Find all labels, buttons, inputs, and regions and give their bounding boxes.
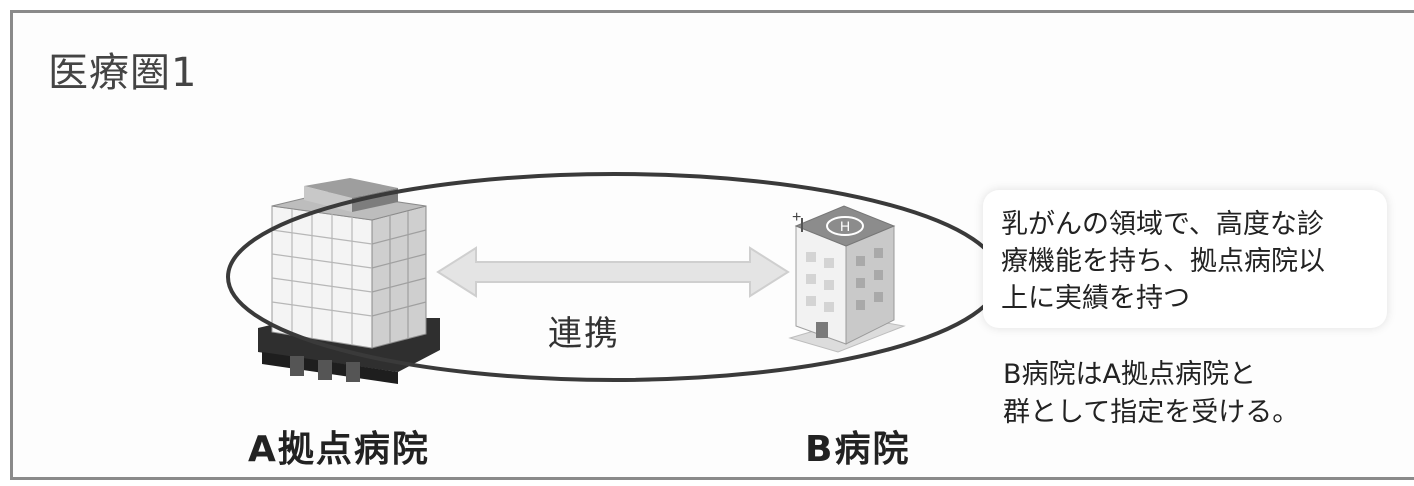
helipad-letter: H [840,218,850,234]
hospital-cross-icon: + [792,209,801,226]
hospital-b-label: B病院 [805,429,911,470]
callout-line: 乳がんの領域で、高度な診 [1001,209,1324,240]
diagram-title: 医療圏1 [48,50,198,96]
hospital-b-building-icon: H + [788,205,906,353]
group-note: B病院はA拠点病院と 群として指定を受ける。 [1003,356,1299,432]
link-arrow [436,246,790,298]
group-note-line: 群として指定を受ける。 [1003,397,1300,428]
hospital-a-label: A拠点病院 [248,429,430,470]
link-label: 連携 [548,314,620,354]
callout-line: 療機能を持ち、拠点病院以 [1001,246,1325,277]
group-note-line: B病院はA拠点病院と [1003,359,1256,390]
callout-line: 上に実績を持つ [1001,283,1190,314]
callout-box: 乳がんの領域で、高度な診 療機能を持ち、拠点病院以 上に実績を持つ [983,190,1387,328]
